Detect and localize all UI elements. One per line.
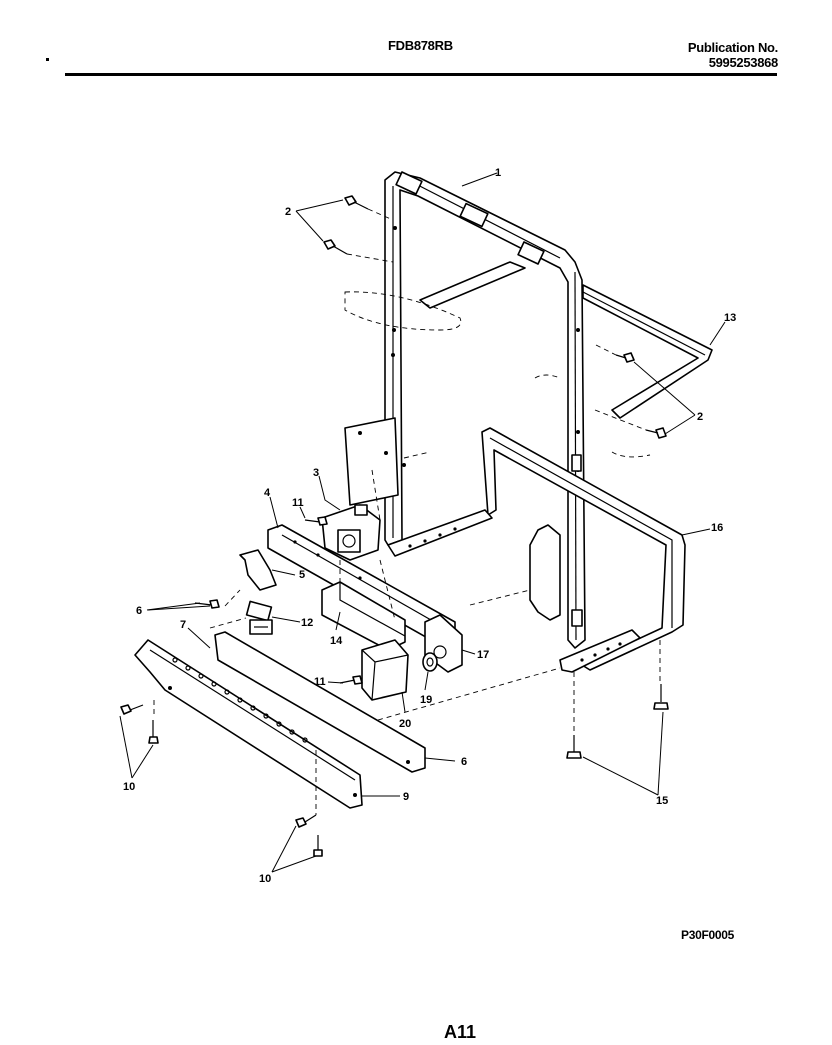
bracket-hole — [384, 451, 388, 455]
screw-11-lower — [339, 675, 363, 685]
callout-16: 16 — [711, 522, 723, 534]
kick-panel-holes — [172, 657, 308, 743]
top-rail — [419, 261, 713, 419]
callout-15: 15 — [656, 795, 668, 807]
callout-3: 3 — [313, 467, 319, 479]
callout-5: 5 — [299, 569, 305, 581]
callout-labels: 1 2 2 3 4 5 6 6 7 9 10 10 11 11 12 13 14… — [123, 167, 736, 885]
callout-4: 4 — [264, 487, 271, 499]
header-rule — [65, 73, 777, 76]
housing-edge — [339, 582, 406, 637]
side-bracket — [529, 524, 561, 621]
screw-11-upper — [304, 516, 328, 526]
callout-13: 13 — [724, 312, 736, 324]
page-code: A11 — [444, 1022, 477, 1042]
callout-1: 1 — [495, 167, 501, 179]
callout-10-lower: 10 — [259, 873, 271, 885]
callout-11-upper: 11 — [292, 497, 304, 509]
bracket-hole — [358, 431, 362, 435]
callout-2-top: 2 — [285, 206, 291, 218]
latch — [239, 549, 277, 591]
callout-17: 17 — [477, 649, 489, 661]
model-number: FDB878RB — [388, 38, 453, 53]
callout-9: 9 — [403, 791, 409, 803]
screw-10-vertical — [148, 720, 159, 744]
hinge-plate-edge — [281, 534, 446, 629]
callout-11-lower: 11 — [314, 676, 326, 688]
kick-panel-edge — [149, 649, 356, 781]
callout-10-left: 10 — [123, 781, 135, 793]
figure-code: P30F0005 — [681, 928, 734, 942]
publication-number: 5995253868 — [708, 55, 779, 70]
screw-2-top — [344, 195, 369, 210]
callout-20: 20 — [399, 718, 411, 730]
lower-rail — [387, 509, 493, 557]
callout-7: 7 — [180, 619, 186, 631]
callout-8: 6 — [461, 756, 467, 768]
assembly-lines — [153, 208, 661, 815]
block-20 — [361, 639, 409, 701]
trim-strip — [214, 631, 426, 773]
kick-panel — [134, 639, 363, 809]
left-mount-bracket — [344, 417, 399, 506]
callout-6: 6 — [136, 605, 142, 617]
relay-component — [245, 600, 273, 635]
screw-2-right-b — [645, 427, 667, 439]
screw-15-lower — [566, 735, 582, 759]
screw-15-upper — [653, 684, 669, 710]
screw-10-left — [120, 704, 144, 715]
callout-12: 12 — [301, 617, 313, 629]
bracket-17-hole — [433, 645, 447, 659]
switch-assembly — [321, 504, 381, 561]
screw-10-lower-b — [313, 835, 323, 857]
screw-2-right-a — [615, 352, 635, 363]
block-20-edges — [361, 649, 409, 701]
publication-label: Publication No. — [687, 40, 778, 55]
screw-2-lower — [323, 239, 348, 255]
callout-19: 19 — [420, 694, 432, 706]
screw-10-lower-a — [295, 814, 317, 828]
callout-14: 14 — [330, 635, 343, 647]
scan-speck — [46, 58, 49, 61]
leader-lines — [119, 172, 726, 873]
plug-19 — [422, 652, 438, 672]
callout-2-right: 2 — [697, 411, 703, 423]
side-frame — [481, 427, 686, 673]
